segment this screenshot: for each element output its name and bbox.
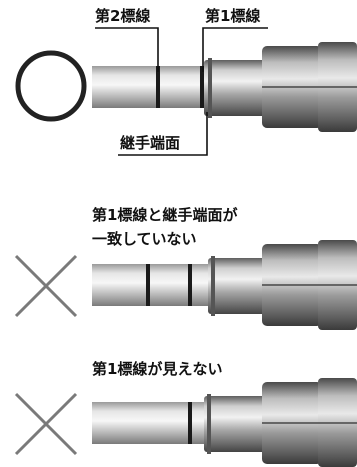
nut-facet-line (262, 86, 357, 88)
nut-facet-line (262, 422, 357, 424)
first-mark-line (200, 66, 204, 108)
panel-misaligned: 第1標線と継手端面が 一致していない (14, 206, 357, 330)
second-mark-line (146, 264, 150, 306)
first-mark-leader (202, 27, 268, 72)
second-mark-line (156, 66, 160, 108)
fitting-body (204, 60, 266, 116)
fitting-body (204, 396, 266, 452)
nut-facet-line (262, 284, 357, 286)
panel-correct: 第2標線 第1標線 継手端面 (15, 7, 357, 156)
second-mark-label: 第2標線 (95, 7, 150, 25)
pipe-fitting-photo-correct (92, 42, 357, 132)
incorrect-cross-icon (14, 254, 78, 318)
first-mark-label: 第1標線 (205, 7, 260, 25)
pipe-fitting-photo-not-visible (92, 378, 357, 467)
fitting-ring (208, 58, 212, 118)
second-mark-leader (95, 27, 159, 72)
panel-not-visible: 第1標線が見えない (14, 360, 357, 467)
fitting-face-label: 継手端面 (120, 134, 180, 152)
not-visible-caption: 第1標線が見えない (92, 360, 222, 378)
correct-circle-icon (15, 50, 87, 122)
fitting-ring (207, 394, 211, 454)
fitting-face-leader (118, 112, 208, 156)
pipe (92, 402, 210, 444)
pipe (92, 264, 214, 306)
first-mark-line (188, 264, 192, 306)
fitting-ring (211, 256, 215, 316)
second-mark-line (188, 402, 192, 444)
fitting-body (208, 258, 266, 314)
pipe-fitting-photo-misaligned (92, 240, 357, 330)
incorrect-cross-icon (14, 392, 78, 456)
misaligned-caption-line1: 第1標線と継手端面が (92, 206, 238, 224)
pipe (92, 66, 210, 108)
misaligned-caption-line2: 一致していない (92, 230, 197, 248)
